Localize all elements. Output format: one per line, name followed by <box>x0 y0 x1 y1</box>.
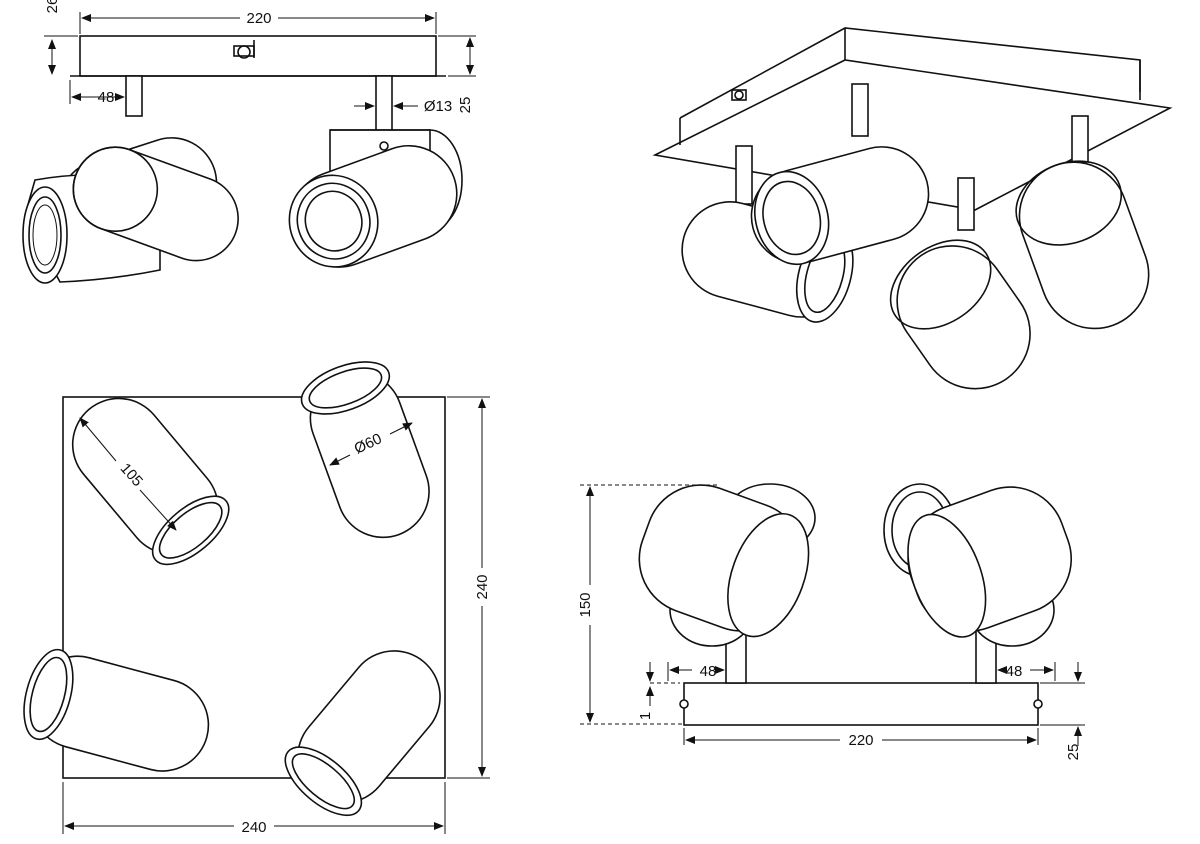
top-spot-upper-right <box>300 361 430 539</box>
iso-stem-2 <box>1071 115 1089 163</box>
top-spot-lower-right <box>284 650 441 817</box>
iso-spot-2 <box>750 146 930 266</box>
spot-right-front <box>288 144 458 268</box>
dim-height: 25 <box>457 97 474 114</box>
iso-stem-1 <box>851 83 869 137</box>
dim-plate-width: 220 <box>246 10 271 27</box>
iso-spot-3 <box>889 239 1031 390</box>
top-spot-upper-left <box>71 397 230 566</box>
dim-plate-height: 240 <box>474 574 491 599</box>
spot-left-upper <box>72 146 239 262</box>
side-spot-left-front <box>638 484 810 638</box>
top-spot-lower-left <box>23 648 210 772</box>
stem-left <box>125 75 143 117</box>
dim-stem-offset: 48 <box>98 89 115 106</box>
ceiling-plate <box>79 35 437 77</box>
dim-stem-offset-left: 48 <box>700 663 717 680</box>
dim-stem-offset-right: 48 <box>1006 663 1023 680</box>
screw-icon <box>233 40 255 59</box>
dim-plate-width: 220 <box>848 732 873 749</box>
dim-plate-width: 240 <box>241 819 266 836</box>
dim-gap: 1 <box>637 712 654 720</box>
front-view: 220 26 48 Ø13 25 <box>22 0 476 284</box>
iso-stem-4 <box>957 177 975 231</box>
dim-plate-thickness: 26 <box>44 0 61 13</box>
isometric-view <box>652 27 1173 390</box>
side-plate <box>683 682 1039 726</box>
iso-screw-icon <box>731 89 747 101</box>
top-view: 105 Ø60 240 240 <box>23 361 491 836</box>
dim-stem-diameter: Ø13 <box>424 98 452 115</box>
stem-right <box>375 75 393 133</box>
dim-plate-height: 25 <box>1065 744 1082 761</box>
iso-spot-4 <box>1015 160 1150 330</box>
side-view: 150 1 48 48 220 25 <box>577 483 1085 761</box>
iso-stem-3 <box>735 145 753 205</box>
side-spot-right-front <box>907 486 1073 638</box>
dim-total-height: 150 <box>577 592 594 617</box>
